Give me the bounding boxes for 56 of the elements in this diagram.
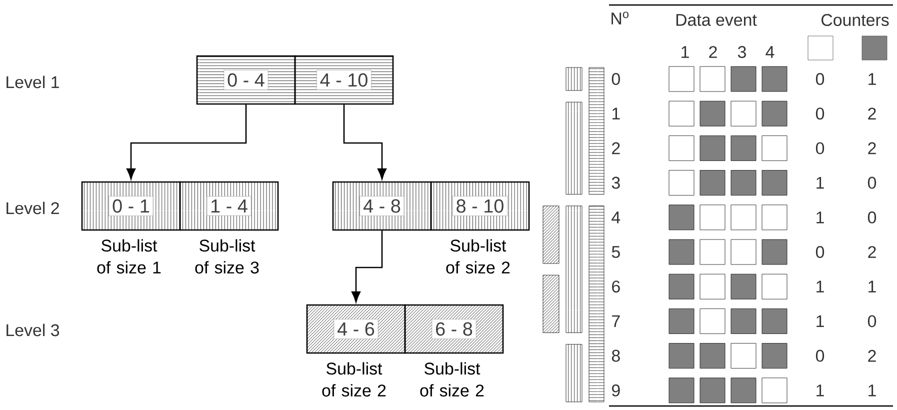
column-header: N$^{o}$ bbox=[612, 12, 629, 24]
range-cell: 4 - 8 bbox=[332, 181, 432, 231]
range-cell: 1 - 4 bbox=[179, 181, 279, 231]
counter-value: 1 bbox=[816, 384, 824, 396]
row-number: 6 bbox=[612, 280, 620, 293]
counter-value: 1 bbox=[868, 280, 876, 292]
counter-value: 2 bbox=[868, 142, 876, 154]
counter-value: 0 bbox=[868, 315, 876, 328]
counter-value: 2 bbox=[868, 246, 876, 258]
counter-value: 0 bbox=[816, 142, 824, 154]
counter-value: 0 bbox=[868, 176, 876, 189]
counter-value: 2 bbox=[868, 350, 876, 362]
column-number: 2 bbox=[709, 46, 717, 58]
row-number: 8 bbox=[612, 350, 620, 362]
range-cell: 4 - 10 bbox=[294, 55, 394, 105]
sublist-caption: Sub-list of size 1 bbox=[97, 239, 161, 274]
level-label: Level 1 bbox=[6, 76, 59, 88]
row-number: 2 bbox=[612, 142, 620, 154]
arrow bbox=[126, 104, 247, 180]
counter-value: 1 bbox=[868, 384, 876, 396]
counter-value: 0 bbox=[816, 246, 824, 258]
counter-value: 1 bbox=[816, 315, 824, 328]
column-header: Data event bbox=[676, 14, 757, 26]
row-number: 5 bbox=[612, 246, 620, 258]
column-number: 1 bbox=[682, 46, 689, 58]
counter-value: 0 bbox=[868, 211, 876, 224]
sublist-caption: Sub-list of size 2 bbox=[322, 362, 386, 397]
range-cell: 0 - 1 bbox=[81, 181, 181, 231]
counter-value: 2 bbox=[868, 108, 876, 120]
sublist-caption: Sub-list of size 3 bbox=[195, 239, 259, 274]
counter-value: 0 bbox=[816, 350, 824, 362]
counter-value: 1 bbox=[868, 73, 876, 85]
row-number: 0 bbox=[612, 73, 620, 85]
counter-value: 1 bbox=[816, 212, 824, 224]
level-label: Level 3 bbox=[6, 324, 60, 336]
column-header: Counters bbox=[822, 14, 889, 26]
arrow bbox=[352, 230, 383, 302]
sublist-caption: Sub-list of size 2 bbox=[446, 239, 510, 274]
range-cell: 0 - 4 bbox=[196, 55, 296, 105]
range-cell: 8 - 10 bbox=[430, 181, 530, 231]
row-number: 9 bbox=[612, 384, 620, 396]
column-number: 4 bbox=[766, 46, 774, 58]
counter-value: 1 bbox=[816, 176, 824, 189]
counter-value: 0 bbox=[816, 73, 824, 85]
sublist-caption: Sub-list of size 2 bbox=[420, 362, 484, 397]
range-cell: 4 - 6 bbox=[306, 304, 406, 354]
row-number: 1 bbox=[612, 108, 620, 120]
column-number: 3 bbox=[738, 46, 746, 58]
counter-value: 0 bbox=[816, 108, 824, 120]
row-number: 3 bbox=[612, 176, 620, 189]
counter-value: 1 bbox=[816, 280, 824, 292]
row-number: 7 bbox=[612, 315, 620, 328]
arrow bbox=[343, 104, 387, 180]
range-cell: 6 - 8 bbox=[404, 304, 504, 354]
level-label: Level 2 bbox=[6, 202, 59, 214]
row-number: 4 bbox=[612, 212, 620, 224]
